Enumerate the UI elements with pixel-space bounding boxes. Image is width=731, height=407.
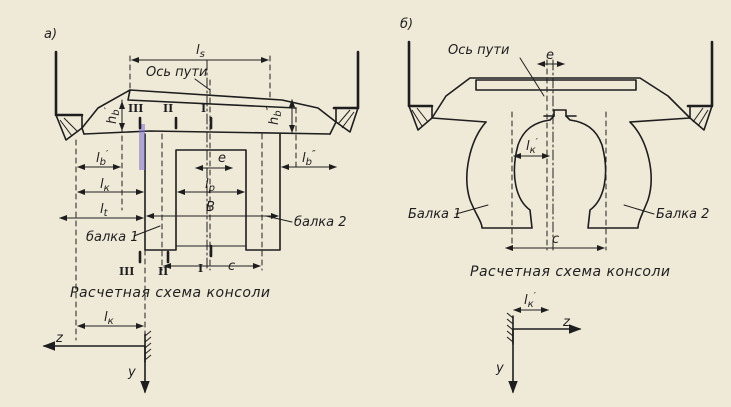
right-diagram: б) e Ось пути lк′ c	[400, 17, 714, 394]
svg-text:z: z	[562, 315, 571, 330]
ballast-line	[127, 89, 297, 109]
svg-text:y: y	[495, 361, 504, 376]
right-curb	[335, 107, 359, 133]
right-beam2	[565, 115, 652, 229]
right-slab-top	[431, 77, 691, 119]
left-diagram: а) ls Ось пути	[42, 27, 360, 394]
left-caption: Расчетная схема консоли	[70, 285, 271, 301]
svg-text:I: I	[198, 262, 203, 275]
svg-text:lр: lр	[205, 177, 215, 194]
svg-text:y: y	[127, 365, 136, 380]
slab-bottom	[83, 130, 331, 135]
svg-text:II: II	[163, 102, 173, 115]
svg-text:lк′: lк′	[526, 137, 539, 156]
right-cantilever-scheme: lк′ z y	[495, 291, 582, 394]
left-beam2-label: балка 2	[294, 215, 347, 230]
right-axis-label: Ось пути	[448, 43, 509, 58]
left-cantilever-scheme: lк z y	[42, 310, 152, 394]
svg-text:lb′: lb′	[96, 149, 109, 168]
svg-text:hb″: hb″	[265, 106, 284, 125]
svg-text:B: B	[206, 200, 215, 215]
svg-text:I: I	[201, 102, 206, 115]
left-curb	[55, 114, 83, 141]
svg-text:lк′: lк′	[524, 291, 537, 310]
svg-text:c: c	[228, 259, 235, 274]
slab-top	[81, 89, 337, 129]
right-caption: Расчетная схема консоли	[470, 264, 671, 280]
beams-outline	[144, 133, 281, 251]
left-beam1-label: балка 1	[86, 230, 139, 245]
right-right-railing	[686, 40, 714, 108]
svg-text:lк: lк	[104, 310, 114, 327]
right-left-railing	[407, 40, 434, 108]
left-railing	[54, 50, 84, 117]
svg-text:e: e	[218, 151, 226, 166]
right-ballast	[475, 79, 637, 91]
svg-text:III: III	[119, 265, 134, 278]
right-beam1-label: Балка 1	[408, 207, 461, 222]
svg-text:III: III	[128, 102, 143, 115]
left-tag: а)	[44, 27, 57, 42]
svg-text:z: z	[55, 331, 64, 346]
svg-text:ls: ls	[196, 43, 205, 60]
svg-text:e: e	[546, 48, 554, 63]
svg-text:II: II	[158, 265, 168, 278]
svg-text:hb′: hb′	[103, 106, 122, 124]
svg-text:lк: lк	[100, 177, 110, 194]
right-railing	[332, 50, 360, 110]
svg-text:lt: lt	[100, 202, 109, 219]
left-axis-label: Ось пути	[146, 65, 207, 80]
right-beam1	[466, 115, 555, 229]
right-tag: б)	[400, 17, 413, 32]
beam1-mark	[139, 124, 145, 170]
right-beam2-label: Балка 2	[656, 207, 709, 222]
svg-text:c: c	[552, 232, 559, 247]
svg-text:lb″: lb″	[302, 149, 316, 168]
